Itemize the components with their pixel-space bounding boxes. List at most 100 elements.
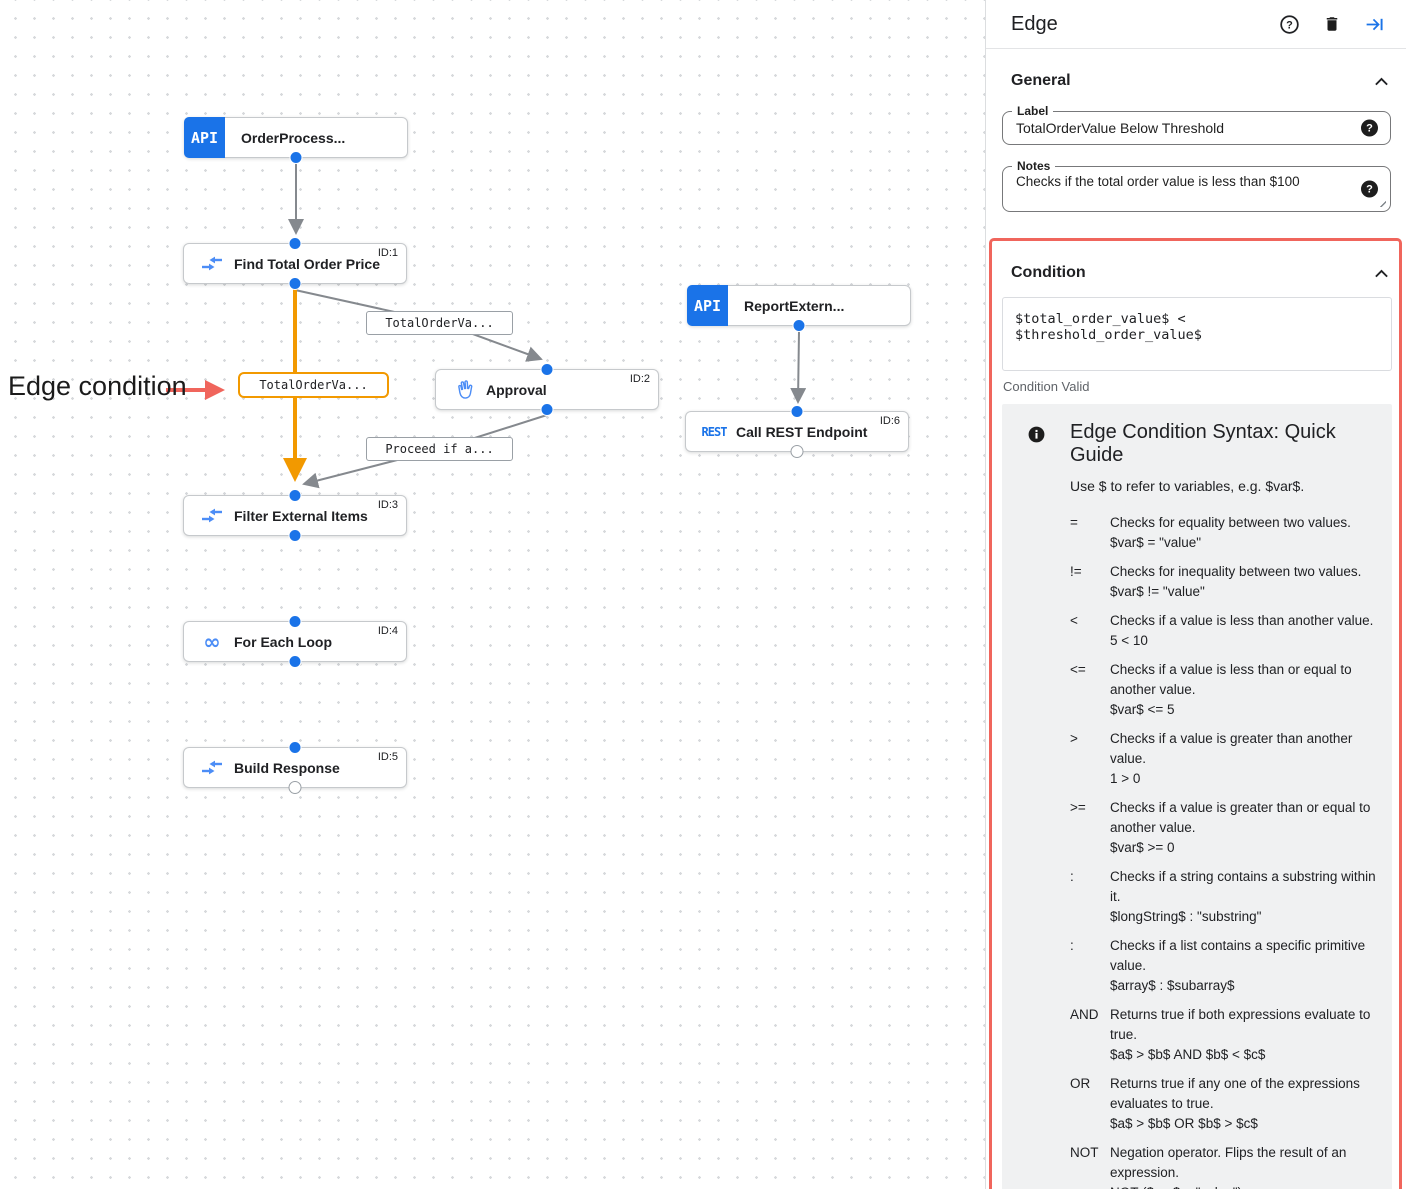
notes-field-value[interactable]: Checks if the total order value is less … <box>1016 174 1300 189</box>
node-find-total-order-price[interactable]: Find Total Order Price ID:1 <box>183 237 407 290</box>
rule-description: Checks if a value is greater than or equ… <box>1110 800 1371 835</box>
rule-example: 5 < 10 <box>1110 633 1148 648</box>
approval-hand-icon <box>451 379 477 400</box>
notes-help-icon[interactable]: ? <box>1361 180 1378 198</box>
notes-resize-handle-icon[interactable] <box>1377 198 1386 207</box>
node-title: ReportExtern... <box>744 297 845 314</box>
guide-rule: AND Returns true if both expressions eva… <box>1070 1005 1382 1065</box>
condition-valid-status: Condition Valid <box>1003 379 1090 394</box>
output-port-unconnected[interactable] <box>288 781 302 794</box>
rule-example: $a$ > $b$ AND $b$ < $c$ <box>1110 1047 1266 1062</box>
label-field-label: Label <box>1012 104 1054 118</box>
label-field[interactable]: Label TotalOrderValue Below Threshold ? <box>1002 104 1391 145</box>
node-build-response[interactable]: Build Response ID:5 <box>183 741 407 794</box>
input-port[interactable] <box>288 489 302 502</box>
input-port[interactable] <box>540 363 554 376</box>
guide-rule: < Checks if a value is less than another… <box>1070 611 1382 651</box>
workflow-edges <box>166 162 807 489</box>
svg-text:?: ? <box>1286 19 1293 31</box>
edge-report-to-rest <box>790 330 807 404</box>
label-help-icon[interactable]: ? <box>1361 119 1378 137</box>
output-port[interactable] <box>288 277 302 290</box>
data-mapping-icon <box>199 256 225 271</box>
rest-icon: REST <box>701 424 728 439</box>
output-port[interactable] <box>289 151 303 164</box>
data-mapping-icon <box>199 508 225 523</box>
rule-operator: < <box>1070 613 1078 628</box>
panel-header: Edge ? <box>986 0 1406 49</box>
input-port[interactable] <box>790 405 804 418</box>
node-title: Filter External Items <box>234 507 368 524</box>
rule-example: $a$ > $b$ OR $b$ > $c$ <box>1110 1116 1258 1131</box>
data-mapping-icon <box>199 760 225 775</box>
rule-example: NOT ($var$ = "value") <box>1110 1185 1242 1189</box>
condition-section-header: Condition <box>1011 264 1389 282</box>
edge-label-totalordervalue-to-approval[interactable]: TotalOrderVa... <box>366 311 513 335</box>
node-id: ID:2 <box>629 373 650 385</box>
output-port-unconnected[interactable] <box>790 445 804 458</box>
node-report-external-trigger[interactable]: API ReportExtern... <box>687 285 911 332</box>
input-port[interactable] <box>288 741 302 754</box>
collapse-panel-icon[interactable] <box>1364 14 1385 35</box>
node-filter-external-items[interactable]: Filter External Items ID:3 <box>183 489 407 542</box>
node-id: ID:1 <box>377 247 398 259</box>
condition-expression-input[interactable]: $total_order_value$ < $threshold_order_v… <box>1002 297 1392 371</box>
rule-description: Checks if a string contains a substring … <box>1110 869 1376 904</box>
rule-example: 1 > 0 <box>1110 771 1141 786</box>
guide-rule: != Checks for inequality between two val… <box>1070 562 1382 602</box>
guide-rule: >= Checks if a value is greater than or … <box>1070 798 1382 858</box>
delete-edge-icon[interactable] <box>1323 14 1341 34</box>
rule-description: Checks if a value is less than another v… <box>1110 613 1374 628</box>
edge-label-proceed-if[interactable]: Proceed if a... <box>366 437 513 461</box>
rule-example: $var$ <= 5 <box>1110 702 1175 717</box>
rule-operator: > <box>1070 731 1078 746</box>
node-for-each-loop[interactable]: ∞ For Each Loop ID:4 <box>183 615 407 668</box>
rule-operator: AND <box>1070 1007 1099 1022</box>
collapse-condition-chevron-icon[interactable] <box>1374 268 1389 279</box>
label-field-value[interactable]: TotalOrderValue Below Threshold <box>1016 120 1225 136</box>
input-port[interactable] <box>288 615 302 628</box>
node-call-rest-endpoint[interactable]: REST Call REST Endpoint ID:6 <box>685 405 909 458</box>
rule-example: $var$ != "value" <box>1110 584 1205 599</box>
output-port[interactable] <box>540 403 554 416</box>
node-id: ID:6 <box>879 415 900 427</box>
edge-condition-annotation: Edge condition <box>8 371 187 401</box>
help-icon[interactable]: ? <box>1279 14 1300 35</box>
api-trigger-icon: API <box>687 285 728 326</box>
loop-infinity-icon: ∞ <box>203 629 221 654</box>
rule-description: Returns true if both expressions evaluat… <box>1110 1007 1371 1042</box>
rule-description: Checks if a list contains a specific pri… <box>1110 938 1366 973</box>
node-order-process-trigger[interactable]: API OrderProcess... <box>184 117 408 164</box>
general-section-header: General <box>1011 72 1389 90</box>
notes-field-label: Notes <box>1012 159 1056 173</box>
guide-rule: = Checks for equality between two values… <box>1070 513 1382 553</box>
node-title: Build Response <box>234 759 340 776</box>
rule-operator: : <box>1070 869 1074 884</box>
notes-field[interactable]: Notes Checks if the total order value is… <box>1002 159 1391 212</box>
rule-example: $longString$ : "substring" <box>1110 909 1262 924</box>
rule-operator: >= <box>1070 800 1086 815</box>
edge-label-selected-condition[interactable]: TotalOrderVa... <box>238 372 389 398</box>
rule-example: $array$ : $subarray$ <box>1110 978 1235 993</box>
collapse-general-chevron-icon[interactable] <box>1374 76 1389 87</box>
output-port[interactable] <box>288 529 302 542</box>
rule-description: Checks if a value is less than or equal … <box>1110 662 1352 697</box>
rule-operator: OR <box>1070 1076 1091 1091</box>
condition-syntax-guide: Edge Condition Syntax: Quick Guide Use $… <box>1002 404 1392 1189</box>
node-title: Find Total Order Price <box>234 255 380 272</box>
node-approval[interactable]: Approval ID:2 <box>435 363 659 416</box>
rule-description: Negation operator. Flips the result of a… <box>1110 1145 1347 1180</box>
rule-example: $var$ = "value" <box>1110 535 1202 550</box>
output-port[interactable] <box>288 655 302 668</box>
condition-highlight-box: Condition $total_order_value$ < $thresho… <box>989 238 1402 1189</box>
node-title: For Each Loop <box>234 633 332 650</box>
guide-intro: Use $ to refer to variables, e.g. $var$. <box>1070 478 1305 494</box>
general-heading: General <box>1011 72 1071 89</box>
rule-description: Checks if a value is greater than anothe… <box>1110 731 1353 766</box>
api-trigger-icon: API <box>184 117 225 158</box>
workflow-canvas[interactable]: API OrderProcess... Find Total Order Pri… <box>0 0 985 1189</box>
guide-rules-list: = Checks for equality between two values… <box>1070 513 1382 1189</box>
rule-operator: != <box>1070 564 1082 579</box>
output-port[interactable] <box>792 319 806 332</box>
input-port[interactable] <box>288 237 302 250</box>
